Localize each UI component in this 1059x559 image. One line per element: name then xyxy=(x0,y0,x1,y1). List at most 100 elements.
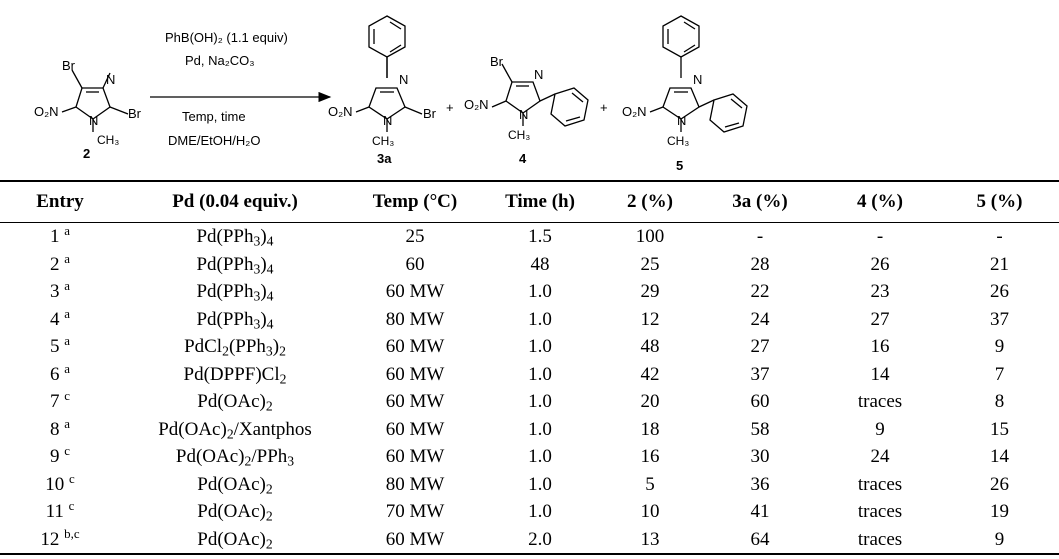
cell-3a: 41 xyxy=(750,501,770,523)
header-time: Time (h) xyxy=(480,180,600,223)
product-structure-5 xyxy=(649,15,748,133)
plus-sign-2: + xyxy=(600,100,608,115)
cell-temp: 60 MW xyxy=(385,363,445,385)
entry-number: 4 xyxy=(50,308,60,330)
cell-4: 9 xyxy=(875,418,885,440)
reactant-br-right: Br xyxy=(128,106,142,121)
cell-temp: 70 MW xyxy=(385,501,445,523)
cell-3a: - xyxy=(756,226,764,248)
cell-5: 9 xyxy=(994,336,1005,358)
cell-5: 8 xyxy=(994,391,1005,413)
cell-5: 26 xyxy=(990,281,1009,303)
cell-pd-catalyst: Pd(OAc)2 xyxy=(197,391,273,414)
cell-temp: 60 MW xyxy=(385,446,445,468)
cell-2: 10 xyxy=(640,501,660,523)
cell-time: 1.0 xyxy=(528,281,552,303)
results-table-container: Entry Pd (0.04 equiv.) Temp (°C) Time (h… xyxy=(0,180,1059,555)
plus-sign-1: + xyxy=(446,100,454,115)
entry-footnote: a xyxy=(64,360,70,376)
cell-2: 42 xyxy=(640,363,660,385)
reactant-ch3: CH₃ xyxy=(97,133,119,147)
cell-3a: 60 xyxy=(750,391,770,413)
product-structure-3a xyxy=(355,15,423,132)
entry-number: 5 xyxy=(50,336,60,358)
table-header-row: Entry Pd (0.04 equiv.) Temp (°C) Time (h… xyxy=(0,180,1059,223)
cell-pd-catalyst: Pd(OAc)2/PPh3 xyxy=(175,446,295,469)
cell-time: 1.0 xyxy=(528,418,552,440)
cell-entry: 12 b,c xyxy=(0,525,120,555)
cell-4: traces xyxy=(857,391,903,413)
entry-number: 11 xyxy=(45,501,64,523)
cell-3a: 28 xyxy=(750,253,770,275)
cell-3a: 27 xyxy=(750,336,770,358)
cell-4: traces xyxy=(857,473,903,495)
header-entry: Entry xyxy=(0,180,120,223)
cell-5: 14 xyxy=(990,446,1009,468)
cell-3a: 58 xyxy=(750,418,770,440)
product4-ch3: CH₃ xyxy=(508,128,530,142)
entry-footnote: a xyxy=(64,278,70,294)
cell-4: 26 xyxy=(870,253,890,275)
cell-5: 7 xyxy=(994,363,1005,385)
entry-footnote: c xyxy=(64,388,70,404)
header-pd: Pd (0.04 equiv.) xyxy=(120,180,350,223)
entry-number: 3 xyxy=(50,281,60,303)
cell-3a: 37 xyxy=(750,363,770,385)
cell-temp: 60 MW xyxy=(385,336,445,358)
cell-temp: 25 xyxy=(405,226,425,248)
cell-entry: 7 c xyxy=(0,388,120,416)
cell-temp: 60 MW xyxy=(385,418,445,440)
cell-entry: 9 c xyxy=(0,443,120,471)
cell-4: traces xyxy=(857,501,903,523)
product4-o2n: O₂N xyxy=(464,97,489,112)
cell-temp: 60 MW xyxy=(385,281,445,303)
entry-footnote: a xyxy=(64,333,70,349)
entry-number: 2 xyxy=(50,253,60,275)
entry-footnote: c xyxy=(64,443,70,459)
cell-3a: 24 xyxy=(750,308,770,330)
cell-pd-catalyst: Pd(PPh3)4 xyxy=(196,281,274,304)
product3a-n: N xyxy=(399,72,408,87)
cell-pd-catalyst: Pd(PPh3)4 xyxy=(196,226,274,249)
entry-number: 6 xyxy=(50,363,60,385)
compound-label-4: 4 xyxy=(519,151,527,166)
product3a-ch3: CH₃ xyxy=(372,134,394,148)
cell-4: 14 xyxy=(870,363,890,385)
results-table: Entry Pd (0.04 equiv.) Temp (°C) Time (h… xyxy=(0,180,1059,555)
cell-4: - xyxy=(876,226,884,248)
cell-time: 48 xyxy=(530,253,550,275)
compound-label-5: 5 xyxy=(676,158,683,173)
cell-3a: 22 xyxy=(750,281,770,303)
cell-time: 1.0 xyxy=(528,363,552,385)
cell-5: 37 xyxy=(990,308,1009,330)
reactant-o2n: O₂N xyxy=(34,104,59,119)
header-2: 2 (%) xyxy=(600,180,700,223)
cell-2: 20 xyxy=(640,391,660,413)
compound-label-3a: 3a xyxy=(377,151,392,166)
cell-4: 16 xyxy=(870,336,890,358)
entry-number: 10 xyxy=(45,473,65,495)
cell-entry: 8 a xyxy=(0,416,120,444)
cell-4: traces xyxy=(820,525,940,555)
product-structure-4 xyxy=(491,63,589,127)
reaction-scheme: Br N Br O₂N N CH₃ 2 PhB(OH)₂ (1.1 equiv)… xyxy=(0,0,1059,180)
entry-footnote: a xyxy=(64,250,70,266)
cell-entry: 5 a xyxy=(0,333,120,361)
entry-number: 9 xyxy=(50,446,60,468)
cell-time: 1.0 xyxy=(528,308,552,330)
entry-number: 7 xyxy=(50,391,60,413)
cell-temp: 60 MW xyxy=(385,391,445,413)
cell-temp: 60 xyxy=(405,253,425,275)
cell-5: 21 xyxy=(990,253,1009,275)
cell-entry: 6 a xyxy=(0,361,120,389)
entry-footnote: c xyxy=(68,498,75,514)
cell-pd-catalyst: Pd(OAc)2/Xantphos xyxy=(158,418,312,442)
